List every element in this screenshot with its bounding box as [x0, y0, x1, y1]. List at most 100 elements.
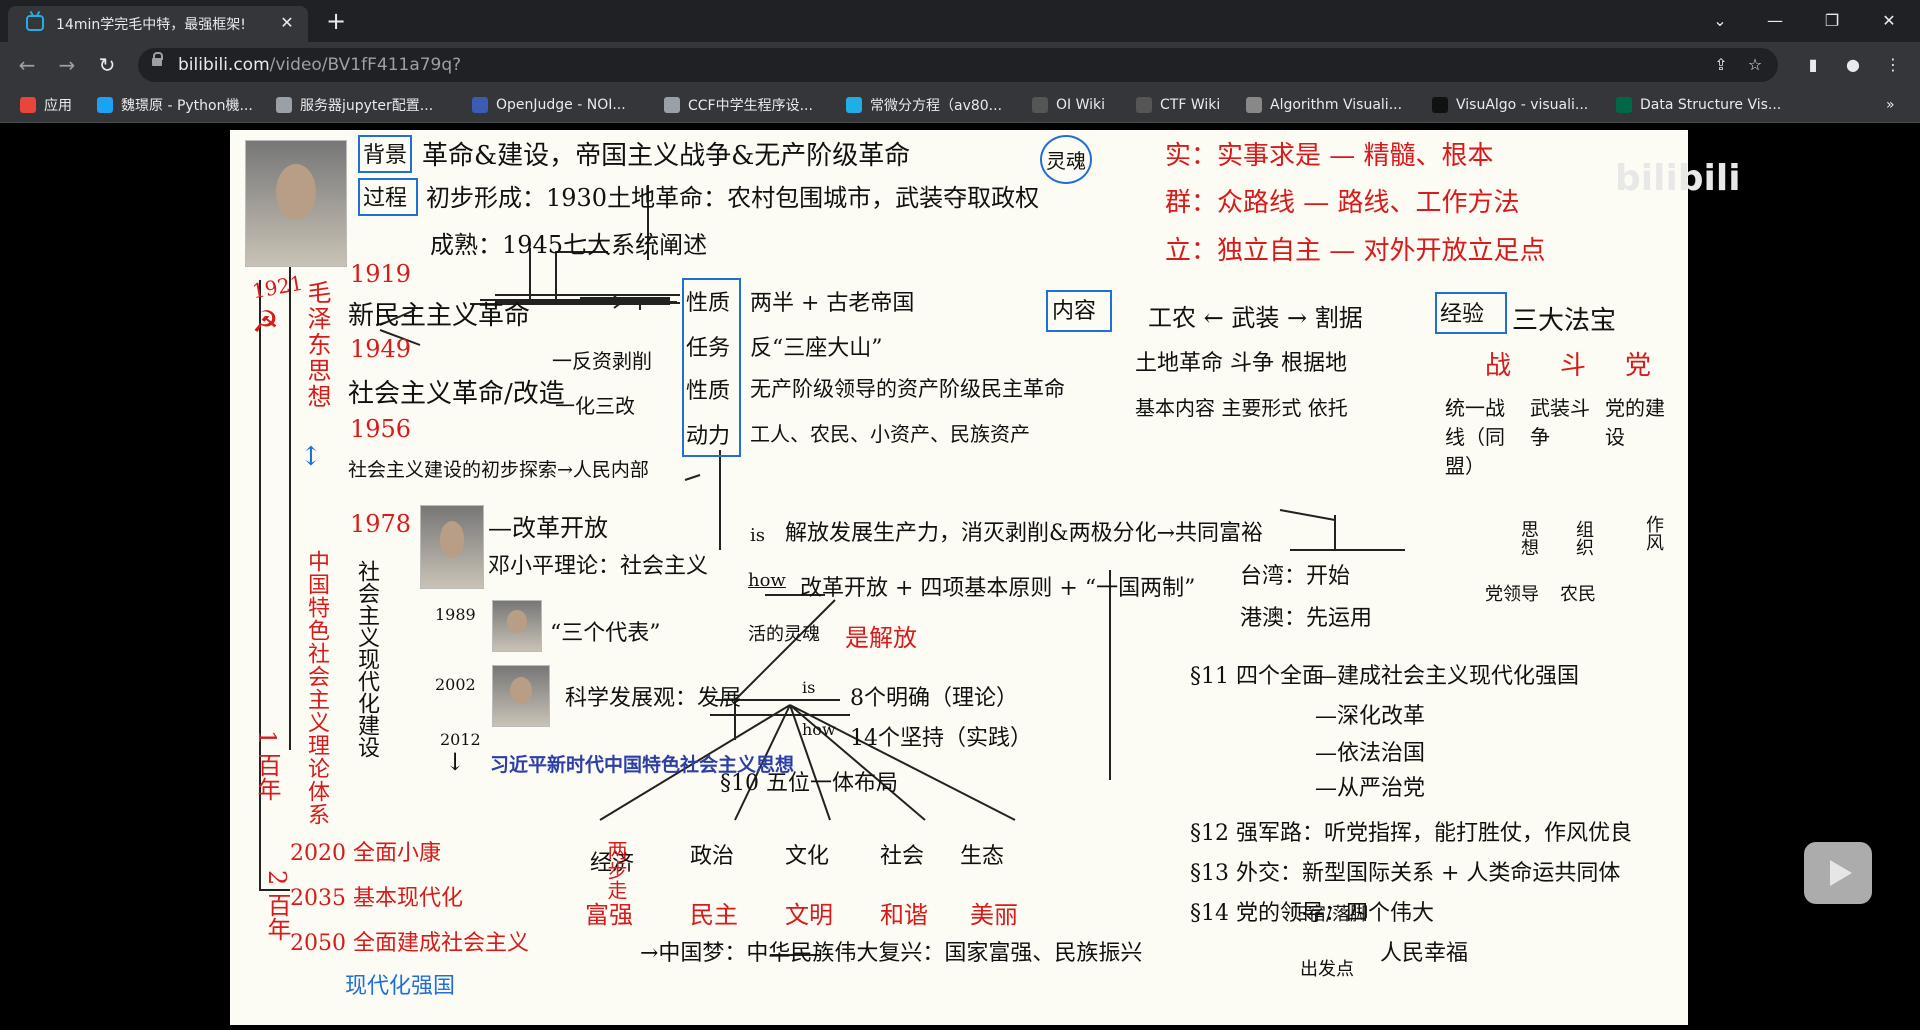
nature-text: 两半 + 古老帝国	[750, 291, 915, 316]
year-1956: 1956	[350, 415, 412, 443]
goal-2020: 2020 全面小康	[290, 841, 441, 866]
bookmarks-bar: 应用 魏璟原 - Python機... 服务器jupyter配置... OpenJud…	[0, 88, 1920, 123]
year-2002: 2002	[435, 675, 476, 694]
two-steps: 两步走	[604, 840, 628, 900]
bilibili-icon	[846, 97, 862, 113]
comprehensive-2: —深化改革	[1315, 704, 1426, 729]
browser-tab[interactable]: 14min学完毛中特，最强框架! ✕	[8, 6, 308, 42]
forward-button[interactable]: →	[58, 53, 76, 77]
party-emblem-icon: ☭	[252, 305, 279, 340]
bookmark-label: Data Structure Vis...	[1640, 97, 1782, 113]
society: 社会	[880, 844, 925, 869]
exp-sub-thought: 思想	[1518, 520, 1539, 556]
bookmark-item[interactable]: 服务器jupyter配置...	[276, 94, 433, 116]
bookmark-item[interactable]: OI Wiki	[1032, 94, 1105, 116]
bookmark-item[interactable]: 应用	[20, 94, 72, 116]
bookmark-item[interactable]: VisuAlgo - visuali...	[1432, 94, 1588, 116]
soul-1: 实：实事求是 — 精髓、根本	[1165, 141, 1494, 171]
exp-dang: 党	[1625, 351, 1652, 381]
exp-sub-party: 党领导	[1485, 584, 1539, 605]
second-century: 2 百年	[263, 870, 291, 941]
bookmark-item[interactable]: CTF Wiki	[1136, 94, 1220, 116]
graduation-icon	[1032, 97, 1048, 113]
globe-icon	[664, 97, 680, 113]
process-2: 成熟：1945七大系统阐述	[430, 231, 708, 259]
lock-icon	[152, 52, 163, 66]
socialist-modernization-vertical: 社会主义现代化建设	[354, 560, 379, 758]
exp-label-box	[1435, 292, 1507, 334]
bookmark-item[interactable]: Data Structure Vis...	[1616, 94, 1781, 116]
bookmark-label: 常微分方程（av80...	[870, 98, 1003, 114]
year-1989: 1989	[435, 605, 476, 624]
structure-lines	[259, 248, 1405, 956]
goal-2050: 2050 全面建成社会主义	[290, 931, 529, 956]
minimize-button[interactable]: —	[1767, 11, 1783, 30]
profile-avatar-icon[interactable]: ●	[1846, 55, 1860, 74]
shield-icon	[1136, 97, 1152, 113]
beautiful: 美丽	[970, 901, 1018, 929]
tab-search-chevron-icon[interactable]: ⌄	[1713, 11, 1727, 30]
share-icon[interactable]: ⇪	[1714, 55, 1728, 74]
side-panel-icon[interactable]: ▮	[1808, 55, 1818, 74]
mind-map-board: 背景 革命&建设，帝国主义战争&无产阶级革命 过程 初步形成：1930土地革命：…	[230, 130, 1688, 1025]
tab-title: 14min学完毛中特，最强框架!	[56, 17, 246, 33]
living-soul: 活的灵魂	[748, 624, 820, 645]
restore-button[interactable]: ❐	[1824, 11, 1840, 30]
content-label-box	[1046, 290, 1112, 332]
address-bar[interactable]: bilibili.com/video/BV1fF411a79q? ⇪ ☆	[138, 48, 1778, 82]
double-arrow-icon: ↕	[300, 442, 322, 472]
year-1919: 1919	[350, 260, 412, 288]
is-text: 解放发展生产力，消灭剥削&两极分化→共同富裕	[785, 521, 1264, 546]
bookmark-item[interactable]: CCF中学生程序设...	[664, 94, 813, 116]
power-text: 工人、农民、小资产、民族资产	[750, 422, 1030, 446]
menu-kebab-icon[interactable]: ⋮	[1885, 55, 1901, 74]
how-label: how	[748, 570, 786, 591]
soul-2: 群：众路线 — 路线、工作方法	[1165, 188, 1520, 218]
how-text: 改革开放 + 四项基本原则 + “一国两制”	[800, 576, 1196, 601]
bg-label: 背景	[363, 143, 408, 168]
back-button[interactable]: ←	[18, 53, 36, 77]
character-label: 性质	[686, 379, 731, 404]
one-three: 一化三改	[555, 394, 635, 418]
strong-army: §12 强军路：听党指挥，能打胜仗，作风优良	[1190, 821, 1632, 846]
content-top: 工农 ← 武装 → 割据	[1148, 304, 1363, 332]
lambda-icon	[276, 97, 292, 113]
exp-3: 党的建设	[1605, 396, 1665, 449]
politics: 政治	[690, 844, 735, 869]
new-tab-button[interactable]: +	[325, 7, 347, 35]
eight-clarify: 8个明确（理论）	[850, 686, 1018, 711]
task-label: 任务	[686, 336, 731, 361]
bookmark-item[interactable]: OpenJudge - NOI...	[472, 94, 626, 116]
url-text: bilibili.com/video/BV1fF411a79q?	[178, 55, 462, 75]
soul-label: 灵魂	[1040, 135, 1092, 184]
goal-foothold: 归宿/落脚	[1290, 904, 1369, 925]
ch-theory-vertical: 中国特色社会主义理论体系	[304, 550, 329, 826]
year-2012: 2012	[440, 730, 481, 749]
usf-icon	[1616, 97, 1632, 113]
bookmark-item[interactable]: 常微分方程（av80...	[846, 94, 1002, 116]
first-century: 1 百年	[253, 730, 281, 801]
reload-button[interactable]: ↻	[98, 53, 116, 77]
hu-portrait	[492, 665, 550, 727]
comprehensive-3: —依法治国	[1315, 741, 1426, 766]
bookmark-item[interactable]: 魏璟原 - Python機...	[97, 94, 253, 116]
bg-label-box	[358, 135, 412, 173]
nature-label: 性质	[686, 291, 731, 316]
tab-strip: 14min学完毛中特，最强框架! ✕ + ⌄ — ❐ ✕	[0, 0, 1920, 42]
starting-point: 出发点	[1300, 959, 1354, 980]
bookmark-label: 应用	[44, 98, 72, 114]
bird-icon	[97, 97, 113, 113]
bilibili-tv-icon	[26, 15, 44, 31]
bookmarks-overflow-chevron-icon[interactable]: »	[1886, 97, 1895, 113]
bookmark-star-icon[interactable]: ☆	[1747, 55, 1763, 74]
down-arrow-icon: ↓	[445, 748, 466, 776]
exp-sub-peasant: 农民	[1560, 584, 1596, 605]
year-1949: 1949	[350, 335, 412, 363]
content-bottom: 基本内容 主要形式 依托	[1135, 396, 1348, 420]
close-window-button[interactable]: ✕	[1882, 11, 1896, 30]
play-button[interactable]	[1804, 842, 1872, 904]
mao-thought-vertical: 毛泽东思想	[303, 280, 331, 410]
four-comprehensive: §11 四个全面	[1190, 664, 1324, 689]
tab-close-icon[interactable]: ✕	[280, 13, 294, 32]
bookmark-item[interactable]: Algorithm Visuali...	[1246, 94, 1402, 116]
